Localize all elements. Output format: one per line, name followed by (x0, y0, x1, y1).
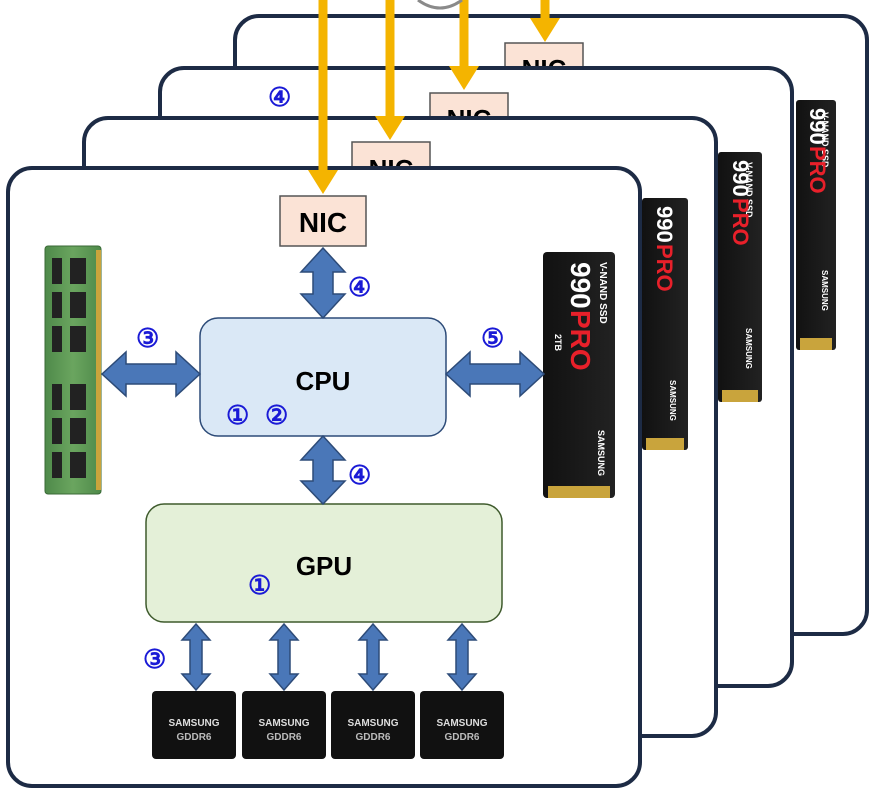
ssd-back-labels: V-NAND SSD 990 PRO SAMSUNG V-NAND SSD 99… (652, 108, 830, 421)
step-badge-5: ⑤ (481, 323, 504, 353)
ssd-model-b: PRO (652, 244, 677, 292)
ssd-model-a: 990 (805, 108, 830, 145)
gddr-chip: SAMSUNG GDDR6 (242, 691, 326, 759)
ssd-model-a: 990 (652, 206, 677, 243)
ssd-model-b: PRO (565, 310, 596, 371)
gpu-gddr-link-arrow (357, 622, 389, 692)
dram-module-image (44, 245, 102, 495)
ssd-line1: V-NAND SSD (744, 162, 754, 218)
ssd-capacity: 2TB (553, 334, 563, 352)
step-badge-4: ④ (348, 272, 371, 302)
nic-cpu-link-arrow (299, 246, 347, 320)
gddr-chip: SAMSUNG GDDR6 (420, 691, 504, 759)
ssd-image (642, 198, 688, 450)
gddr-brand: SAMSUNG (168, 718, 219, 729)
step-badge-3: ③ (143, 644, 166, 674)
step-badge-3: ③ (136, 323, 159, 353)
gddr-type: GDDR6 (176, 732, 211, 743)
gpu-gddr-link-arrow (180, 622, 212, 692)
step-badge-2: ② (265, 400, 288, 430)
ssd-model-b: PRO (805, 146, 830, 194)
gpu-gddr-link-arrow (446, 622, 478, 692)
gpu-gddr-link-arrow (268, 622, 300, 692)
step-badge-4: ④ (268, 82, 291, 112)
ssd-line1: V-NAND SSD (820, 112, 830, 168)
ssd-image (718, 152, 762, 402)
network-curve (417, 0, 463, 10)
step-badge-1: ① (248, 570, 271, 600)
step-badge-1: ① (226, 400, 249, 430)
gddr-chip: SAMSUNG GDDR6 (331, 691, 415, 759)
gddr-type: GDDR6 (444, 732, 479, 743)
nic-label: NIC (299, 207, 347, 238)
ssd-brand: SAMSUNG (744, 328, 753, 369)
gddr-type: GDDR6 (266, 732, 301, 743)
step-badge-4: ④ (348, 460, 371, 490)
ssd-brand: SAMSUNG (668, 380, 677, 421)
ssd-brand: SAMSUNG (820, 270, 829, 311)
cpu-ssd-link-arrow (444, 350, 546, 398)
nic-box: NIC (279, 195, 367, 247)
gddr-brand: SAMSUNG (347, 718, 398, 729)
cpu-gpu-link-arrow (299, 434, 347, 506)
dram-cpu-link-arrow (100, 350, 202, 398)
gddr-chip: SAMSUNG GDDR6 (152, 691, 236, 759)
ssd-image: V-NAND SSD 990 PRO 2TB SAMSUNG (543, 252, 615, 498)
gddr-brand: SAMSUNG (258, 718, 309, 729)
cpu-label: CPU (296, 366, 351, 396)
network-arrows (308, 0, 560, 194)
ssd-model-a: 990 (728, 160, 753, 197)
ssd-image (796, 100, 836, 350)
gpu-label: GPU (296, 551, 352, 581)
ssd-brand: SAMSUNG (596, 430, 606, 476)
ssd-line1: V-NAND SSD (597, 262, 608, 324)
gddr-brand: SAMSUNG (436, 718, 487, 729)
ssd-model-b: PRO (728, 198, 753, 246)
gddr-type: GDDR6 (355, 732, 390, 743)
ssd-model-a: 990 (565, 262, 596, 309)
gpu-box: GPU (145, 503, 503, 623)
